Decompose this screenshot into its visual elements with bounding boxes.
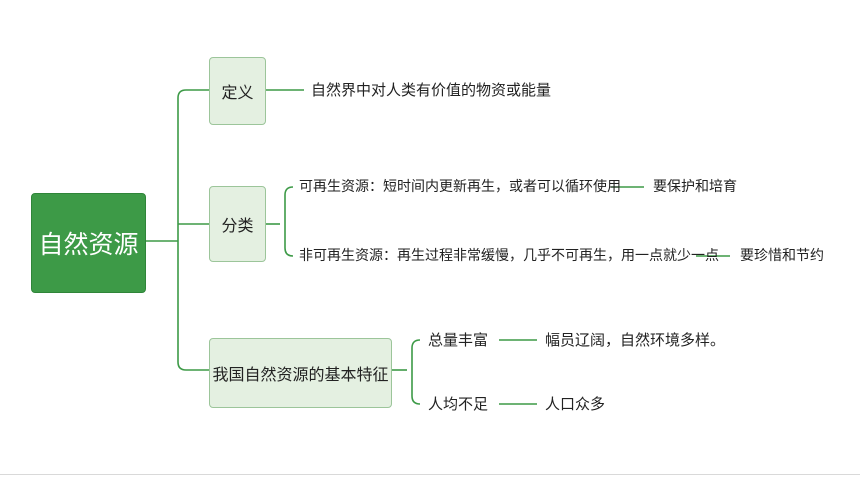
branch-definition-label: 定义 <box>221 83 254 102</box>
leaf-percapita-note[interactable]: 人口众多 <box>545 395 606 413</box>
branch-classification-label: 分类 <box>221 216 254 235</box>
leaf-percapita[interactable]: 人均不足 <box>428 395 489 413</box>
leaf-renewable[interactable]: 可再生资源：短时间内更新再生，或者可以循环使用 <box>299 179 621 195</box>
leaf-total[interactable]: 总量丰富 <box>428 331 489 349</box>
branch-definition[interactable]: 定义 <box>209 57 266 125</box>
branch-classification[interactable]: 分类 <box>209 186 266 262</box>
connector-features-bracket <box>411 339 421 405</box>
leaf-nonrenewable[interactable]: 非可再生资源：再生过程非常缓慢，几乎不可再生，用一点就少一点 <box>299 248 719 264</box>
leaf-renewable-note[interactable]: 要保护和培育 <box>653 179 737 195</box>
bottom-divider <box>0 474 860 475</box>
root-node[interactable]: 自然资源 <box>31 193 146 293</box>
leaf-total-note[interactable]: 幅员辽阔，自然环境多样。 <box>545 331 726 349</box>
branch-features-label: 我国自然资源的基本特征 <box>212 365 389 384</box>
root-label: 自然资源 <box>38 230 139 259</box>
connector-class-bracket <box>284 186 294 257</box>
leaf-nonrenewable-note[interactable]: 要珍惜和节约 <box>740 248 824 264</box>
leaf-definition[interactable]: 自然界中对人类有价值的物资或能量 <box>311 81 552 99</box>
connector-trunk <box>177 89 187 371</box>
branch-features[interactable]: 我国自然资源的基本特征 <box>209 338 392 408</box>
